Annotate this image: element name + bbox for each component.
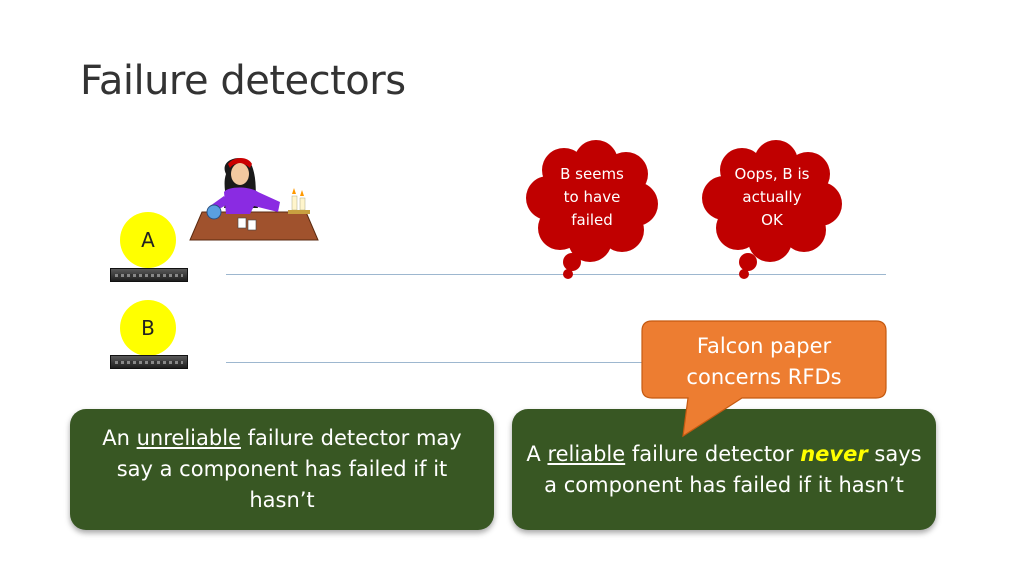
thought-bubble-b-ok: [702, 140, 842, 279]
thought-bubble-b-failed: [526, 140, 658, 279]
reliable-detector-text: A reliable failure detector never says a…: [526, 441, 922, 497]
server-icon: [110, 355, 188, 369]
node-b: B: [120, 300, 176, 356]
node-b-label: B: [141, 316, 155, 340]
unreliable-detector-text: An unreliable failure detector may say a…: [102, 426, 462, 512]
thought-bubble-b-ok-text: Oops, B is actually OK: [734, 165, 810, 229]
timeline-b: [226, 362, 646, 363]
server-icon: [110, 268, 188, 282]
timeline-a: [226, 274, 886, 275]
node-a-label: A: [141, 228, 155, 252]
fortune-teller-icon: [189, 158, 319, 241]
node-a: A: [120, 212, 176, 268]
reliable-detector-box: A reliable failure detector never says a…: [512, 409, 936, 530]
thought-bubble-b-failed-text: B seems to have failed: [560, 165, 624, 229]
unreliable-detector-box: An unreliable failure detector may say a…: [70, 409, 494, 530]
falcon-callout-text: Falcon paper concerns RFDs: [686, 334, 842, 389]
page-title: Failure detectors: [80, 58, 406, 104]
